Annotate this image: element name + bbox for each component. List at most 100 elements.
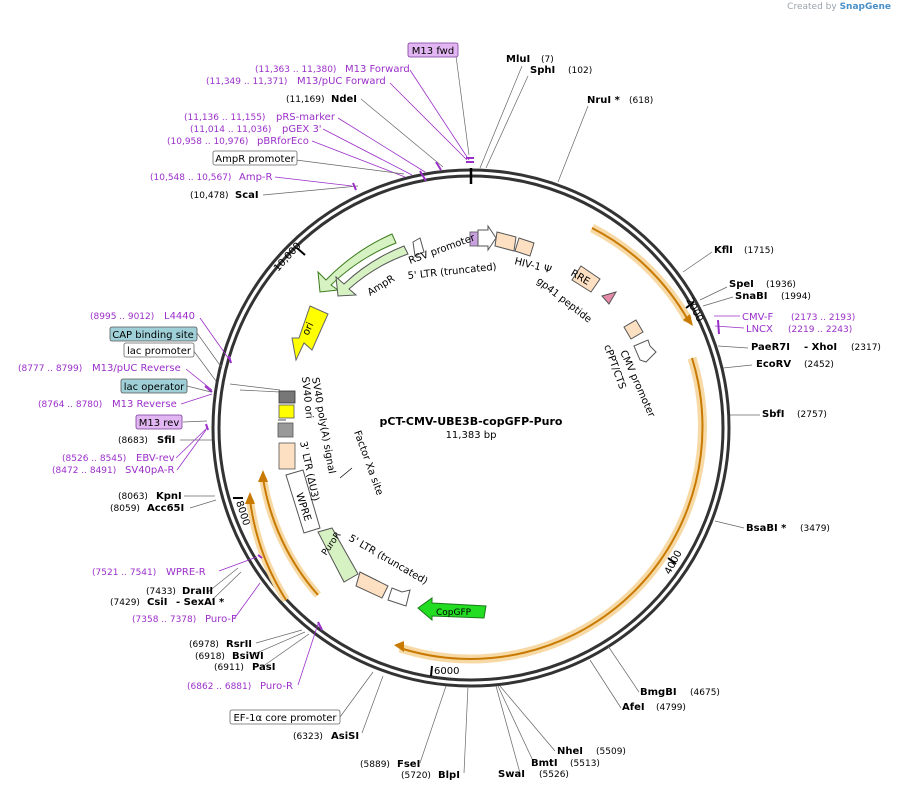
site-name: SwaI	[498, 769, 525, 780]
ampr-promoter-box	[212, 150, 298, 166]
factor-xa-shape	[277, 422, 294, 438]
site-name: CsiI	[147, 597, 167, 608]
rre-shape	[571, 265, 601, 293]
amp-r-feature-shape	[335, 245, 409, 297]
feature-label: ori	[301, 321, 317, 338]
primer-pos: (7358 .. 7378)	[132, 615, 196, 625]
boxed-label-text: lac promoter	[127, 346, 192, 357]
right-enzyme-sites: MluI (7) SphI (102) NruI * (618) KflI (1…	[498, 54, 881, 780]
primer-name: LNCX	[746, 324, 773, 335]
m13-rev-box	[135, 414, 183, 430]
tick-mark	[430, 665, 433, 677]
amp-r-promoter-shape	[412, 237, 425, 257]
site-name: SnaBI	[735, 291, 767, 302]
primer-name: pRS-marker	[276, 112, 336, 123]
gp41-shape	[601, 291, 618, 305]
primer-name: M13/pUC Forward	[297, 76, 386, 87]
site-pos: (7)	[541, 55, 554, 65]
primer-name: Amp-R	[239, 172, 273, 183]
primer-pos: (11,014 .. 11,036)	[190, 125, 271, 135]
tick-mark	[685, 301, 695, 309]
sv40-ori-shape	[278, 390, 296, 404]
primer-pos: (8995 .. 9012)	[90, 312, 154, 322]
site-pos: (8059)	[110, 504, 140, 514]
site-pos: (5513)	[570, 759, 600, 769]
site-name: PaeR7I	[751, 342, 790, 353]
boxed-label-text: EF-1α core promoter	[233, 713, 337, 724]
primer-name: L4440	[164, 311, 195, 322]
feature-label: 5' LTR (truncated)	[407, 262, 497, 282]
site-pos: (5889)	[360, 760, 390, 770]
right-site-leaders	[479, 65, 760, 774]
primer-pos: (10,548 .. 10,567)	[150, 173, 231, 183]
cap-binding-site-box	[109, 326, 198, 342]
site-pos: (7429)	[110, 598, 140, 608]
site-pos: (6323)	[293, 732, 323, 742]
copgfp-shape	[417, 597, 487, 622]
site-pos: (7433)	[146, 587, 176, 597]
site-name: BsaBI *	[746, 523, 787, 534]
primer-pos: (8472 .. 8491)	[52, 466, 116, 476]
primer-pos: (2219 .. 2243)	[788, 325, 852, 335]
primer-name: Puro-F	[205, 614, 237, 625]
site-name: BmtI	[531, 758, 558, 769]
site-pos: (8063)	[118, 492, 148, 502]
site-pos: (1994)	[781, 292, 811, 302]
primer-name: M13 Forward	[345, 64, 410, 75]
arrowhead	[258, 470, 268, 482]
primer-name: EBV-rev	[136, 453, 175, 464]
tick-mark	[667, 557, 677, 565]
site-pos: (5720)	[401, 771, 431, 781]
ori-shape	[291, 305, 329, 362]
site-pos: (8683)	[118, 436, 148, 446]
snapgene-credit: Created by SnapGene	[787, 2, 891, 12]
site-pos: (4675)	[690, 688, 720, 698]
site-name: SfiI	[157, 435, 175, 446]
ltr5-shape	[355, 571, 389, 599]
orange-arc-line	[399, 357, 704, 660]
site-name: NdeI	[331, 94, 357, 105]
site-name: SbfI	[762, 409, 784, 420]
site-pos: (4799)	[656, 703, 686, 713]
plasmid-name: pCT-CMV-UBE3B-copGFP-Puro	[380, 415, 563, 428]
primer-pos: (8777 .. 8799)	[18, 364, 82, 374]
snapgene-logo: SnapGene	[839, 2, 891, 12]
site-pos: (6911)	[214, 663, 244, 673]
site-name: Acc65I	[147, 503, 184, 514]
arrowhead	[245, 492, 255, 504]
site-name: FseI	[397, 759, 420, 770]
factor-xa-leader	[339, 467, 353, 479]
ltr3-shape	[278, 442, 296, 470]
tick-label: 6000	[434, 666, 459, 677]
ef1a-shape	[387, 587, 411, 607]
primer-labels: (11,363 .. 11,380) M13 Forward (11,349 .…	[18, 64, 855, 692]
primer-pos: (8764 .. 8780)	[38, 400, 102, 410]
site-name: - XhoI	[804, 342, 837, 353]
sv40-polya-shape	[278, 404, 295, 419]
wpre-shape	[285, 469, 321, 534]
boxed-label-text: M13 fwd	[412, 46, 454, 57]
lac-promoter-box	[123, 342, 195, 358]
inner-features	[277, 224, 657, 622]
primer-name: M13 Reverse	[112, 399, 177, 410]
site-name: AfeI	[622, 702, 645, 713]
arrowhead	[683, 314, 693, 326]
arrowhead	[394, 641, 404, 652]
site-name: NruI *	[587, 95, 621, 106]
site-name: KflI	[714, 245, 733, 256]
primer-name: M13/pUC Reverse	[92, 363, 181, 374]
primer-pos: (11,363 .. 11,380)	[255, 65, 336, 75]
site-name: MluI	[506, 54, 530, 65]
site-pos: (5509)	[596, 747, 626, 757]
tick-mark	[296, 247, 306, 256]
feature-label: HIV-1 Ψ	[513, 256, 552, 276]
boxed-label-text: lac operator	[124, 382, 185, 393]
site-name: BmgBI	[640, 687, 677, 698]
amp-r-arrow-shape	[317, 233, 397, 293]
site-pos: (618)	[629, 96, 653, 106]
hiv-psi-shape	[514, 237, 535, 257]
primer-name: SV40pA-R	[125, 465, 174, 476]
primer-pos: (11,136 .. 11,155)	[184, 113, 265, 123]
primer-leaders	[175, 69, 745, 686]
